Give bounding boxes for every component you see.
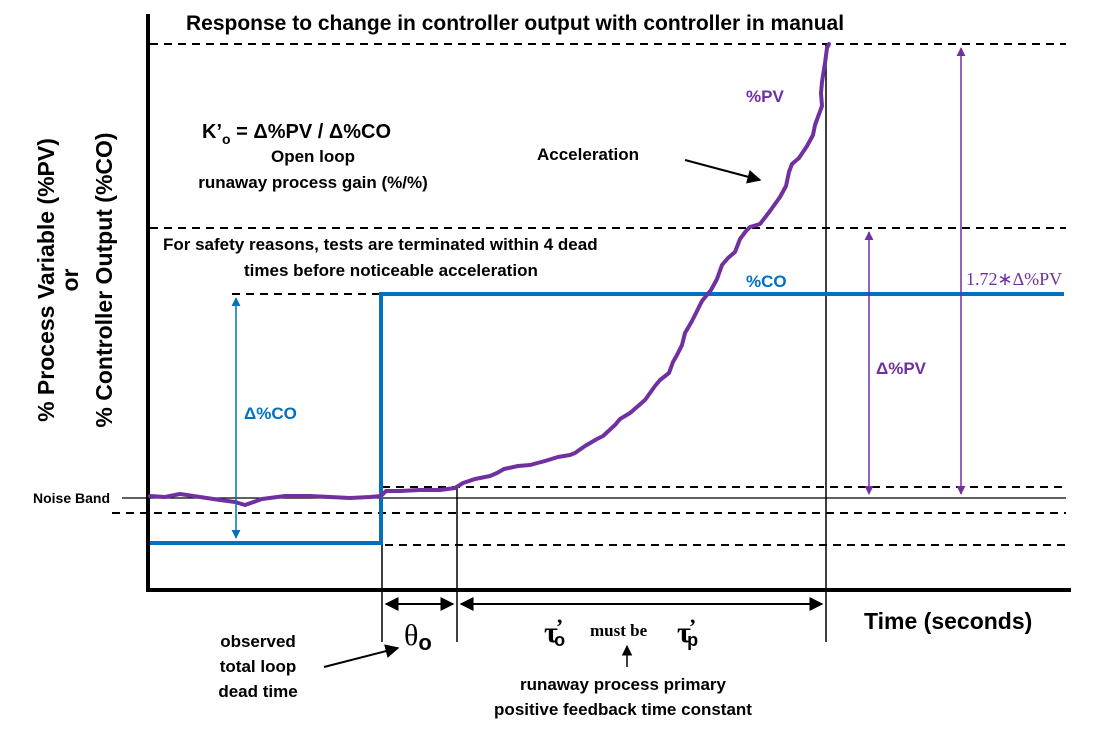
tau-o-prime: ’ (556, 614, 563, 639)
tau-o-subscript: o (554, 630, 565, 650)
tau-p-glyph: τ (677, 616, 691, 649)
gain-desc-line1: Open loop (271, 147, 355, 166)
must-be-label: must be (590, 621, 648, 640)
co-series-line (150, 292, 1064, 545)
gain-formula: K’o = Δ%PV / Δ%CO (202, 121, 391, 147)
safety-note-line2: times before noticeable acceleration (244, 261, 538, 280)
safety-note-line1: For safety reasons, tests are terminated… (163, 235, 598, 254)
dead-time-desc-line1: observed (220, 632, 296, 651)
gain-symbol-sub: o (222, 131, 231, 147)
x-axis-label: Time (seconds) (864, 608, 1032, 634)
time-constant-desc-line1: runaway process primary (520, 675, 727, 694)
time-constant-desc-line2: positive feedback time constant (494, 700, 752, 719)
time-constant-equation: τ’o must be τ’p (544, 614, 698, 650)
co-series-label: %CO (746, 272, 787, 291)
pv-series-label: %PV (746, 87, 784, 106)
dead-time-symbol: θo (404, 619, 432, 655)
tau-p-prime: ’ (689, 614, 696, 639)
y-axis-label-pv: % Process Variable (%PV) (33, 138, 59, 422)
y-axis-label: % Process Variable (%PV) or % Controller… (33, 132, 117, 427)
tau-o-symbol: τ’o (544, 614, 565, 650)
acceleration-label: Acceleration (537, 145, 639, 164)
gain-symbol-k: K’ (202, 121, 222, 143)
theta-subscript: o (418, 630, 431, 655)
y-axis-label-or: or (57, 268, 83, 291)
delta-pv-label: Δ%PV (876, 359, 927, 378)
gain-desc-line2: runaway process gain (%/%) (198, 173, 428, 192)
gain-formula-rhs: = Δ%PV / Δ%CO (231, 121, 391, 143)
tau-o-glyph: τ (544, 616, 558, 649)
reference-lines (112, 43, 1066, 546)
y-axis-label-co: % Controller Output (%CO) (91, 132, 117, 427)
gain-formula-block: K’o = Δ%PV / Δ%CO Open loop runaway proc… (198, 121, 428, 192)
theta-glyph: θ (404, 619, 418, 652)
delta-co-label: Δ%CO (244, 404, 297, 423)
chart-title: Response to change in controller output … (186, 12, 844, 35)
acceleration-arrow (684, 159, 762, 184)
pv-series-line (148, 42, 831, 507)
tau-p-symbol: τ’p (677, 614, 698, 650)
pv-multiple-label: 1.72∗Δ%PV (966, 269, 1062, 289)
dead-time-desc-line2: total loop (220, 657, 296, 676)
tau-p-subscript: p (687, 630, 698, 650)
noise-band-label: Noise Band (33, 490, 110, 506)
dead-time-desc-line3: dead time (218, 682, 297, 701)
dead-time-arrow (323, 644, 400, 668)
